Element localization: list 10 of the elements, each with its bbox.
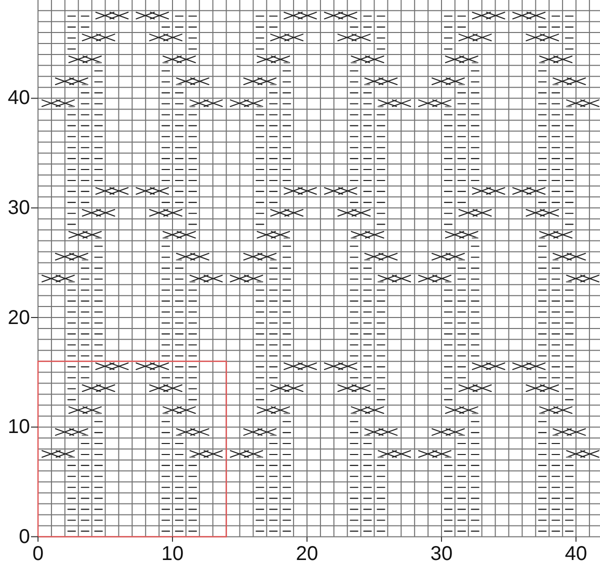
tick-label: 30	[8, 198, 30, 218]
tick-label: 20	[8, 308, 30, 328]
tick-label: 10	[8, 417, 30, 438]
tick-label: 40	[8, 88, 30, 108]
tick-label: 20	[296, 544, 318, 564]
tick-label: 0	[32, 544, 44, 564]
tick-label: 30	[430, 544, 453, 564]
tick-label: 40	[564, 544, 588, 564]
tick-label: 0	[18, 526, 30, 547]
tick-label: 10	[161, 544, 184, 564]
